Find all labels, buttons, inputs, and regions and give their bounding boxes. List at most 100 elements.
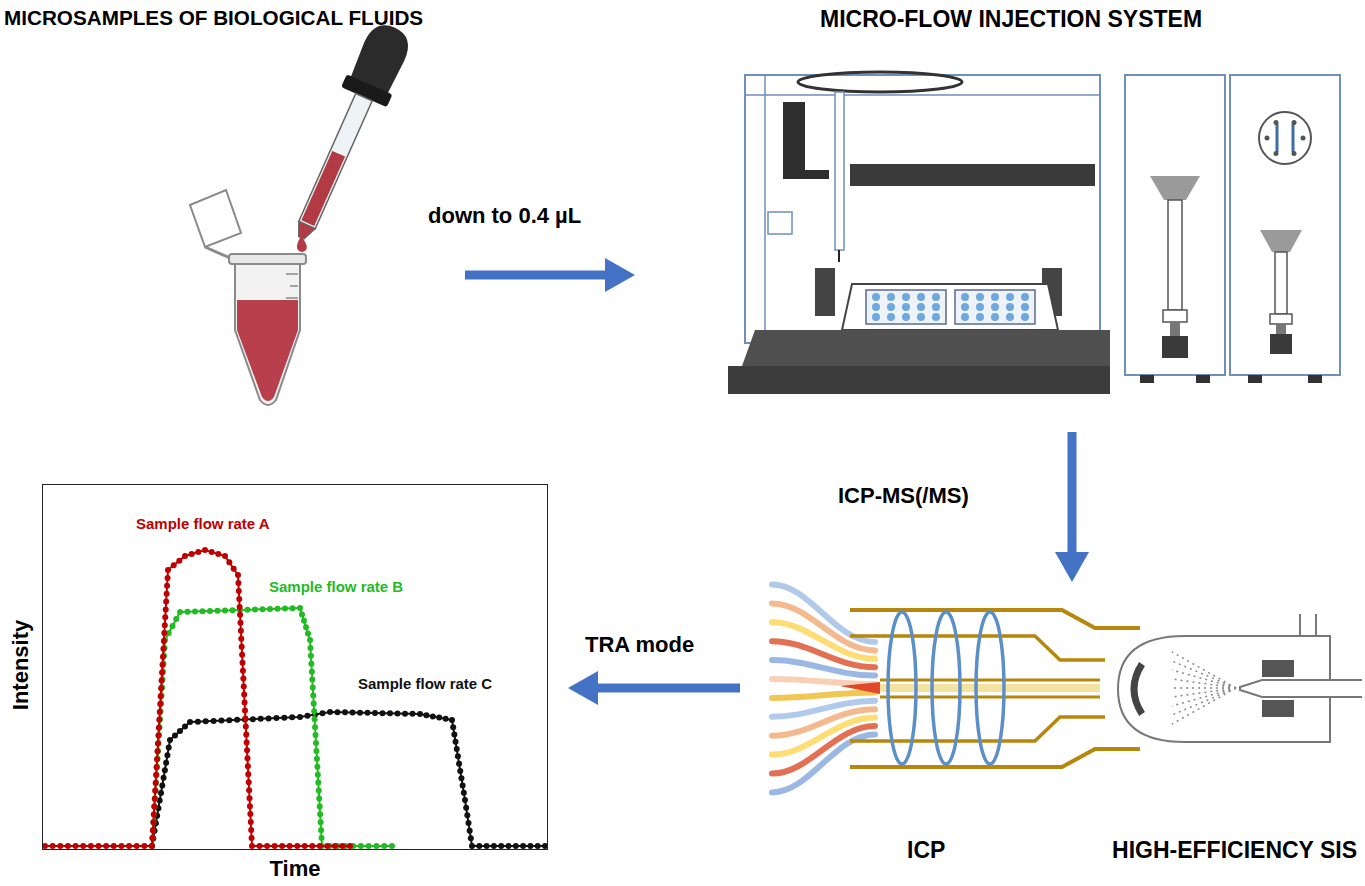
data-point	[240, 668, 246, 674]
data-point	[318, 827, 324, 833]
data-point	[387, 710, 393, 716]
data-point	[307, 645, 313, 651]
data-point	[248, 819, 254, 825]
data-point	[245, 763, 251, 769]
data-point	[240, 660, 246, 666]
data-point	[240, 676, 246, 682]
data-point	[50, 843, 56, 849]
data-point	[151, 811, 157, 817]
data-point	[299, 611, 305, 617]
data-point	[157, 709, 163, 715]
plasma-stream	[772, 679, 875, 684]
autosampler	[842, 284, 1058, 330]
well	[976, 313, 984, 321]
data-point	[164, 583, 170, 589]
data-point	[160, 654, 166, 660]
autosampler	[798, 72, 962, 92]
syringe-pump	[1170, 322, 1180, 336]
data-point	[289, 714, 295, 720]
eppendorf-tube	[229, 254, 306, 264]
spray-line	[1172, 679, 1236, 688]
flow-arrow	[568, 671, 740, 705]
data-point	[176, 558, 182, 564]
data-point	[282, 606, 288, 612]
syringe-pump	[1230, 75, 1340, 375]
data-point	[246, 779, 252, 785]
well	[872, 293, 880, 301]
data-point	[281, 715, 287, 721]
data-point	[149, 843, 155, 849]
data-point	[211, 718, 217, 724]
valve-port	[1274, 120, 1279, 125]
plasma-stream	[772, 692, 875, 698]
well	[961, 313, 969, 321]
series-label: Sample flow rate A	[136, 515, 270, 532]
signal-traces	[42, 547, 548, 849]
data-point	[141, 843, 147, 849]
data-point	[154, 764, 160, 770]
data-point	[153, 780, 159, 786]
data-point	[252, 607, 258, 613]
data-point	[297, 714, 303, 720]
data-point	[357, 710, 363, 716]
data-point	[456, 761, 462, 767]
spray-chamber	[1262, 660, 1294, 677]
icp-torch	[976, 612, 1004, 764]
dropper	[301, 151, 345, 226]
autosampler	[835, 92, 844, 250]
data-point	[155, 748, 161, 754]
data-point	[315, 780, 321, 786]
data-point	[159, 670, 165, 676]
well	[1006, 293, 1014, 301]
data-point	[307, 637, 313, 643]
data-point	[458, 775, 464, 781]
data-point	[149, 843, 155, 849]
icp-torch	[772, 585, 1140, 793]
well	[991, 303, 999, 311]
well	[932, 303, 940, 311]
well	[1021, 293, 1029, 301]
data-point	[215, 551, 221, 557]
well	[1006, 313, 1014, 321]
data-point	[305, 631, 311, 637]
data-point	[239, 644, 245, 650]
syringe-pump	[1150, 176, 1200, 200]
data-point	[165, 567, 171, 573]
syringe-pump	[1276, 324, 1286, 334]
data-point	[150, 835, 156, 841]
data-point	[454, 746, 460, 752]
data-point	[158, 700, 164, 706]
data-point	[316, 795, 322, 801]
well	[991, 313, 999, 321]
data-point	[65, 843, 71, 849]
well	[991, 293, 999, 301]
data-point	[156, 740, 162, 746]
data-point	[247, 795, 253, 801]
spray-line	[1172, 688, 1236, 715]
arrow-label: ICP-MS(/MS)	[838, 483, 969, 508]
data-point	[150, 835, 156, 841]
data-point	[159, 677, 165, 683]
data-point	[226, 559, 232, 565]
syringe-pump	[1259, 112, 1311, 164]
well	[917, 303, 925, 311]
syringe-pump	[1163, 310, 1187, 322]
data-point	[466, 820, 472, 826]
data-point	[235, 572, 241, 578]
valve-port	[1292, 120, 1297, 125]
data-point	[313, 748, 319, 754]
data-point	[460, 782, 466, 788]
syringe-pump	[1260, 230, 1302, 252]
data-point	[162, 622, 168, 628]
plasma-stream	[772, 660, 875, 676]
data-point	[237, 604, 243, 610]
data-point	[260, 606, 266, 612]
data-point	[248, 827, 254, 833]
autosampler	[783, 102, 805, 174]
well	[872, 303, 880, 311]
data-point	[156, 725, 162, 731]
data-point	[318, 819, 324, 825]
data-point	[152, 795, 158, 801]
data-point	[311, 700, 317, 706]
autosampler	[745, 75, 1100, 343]
